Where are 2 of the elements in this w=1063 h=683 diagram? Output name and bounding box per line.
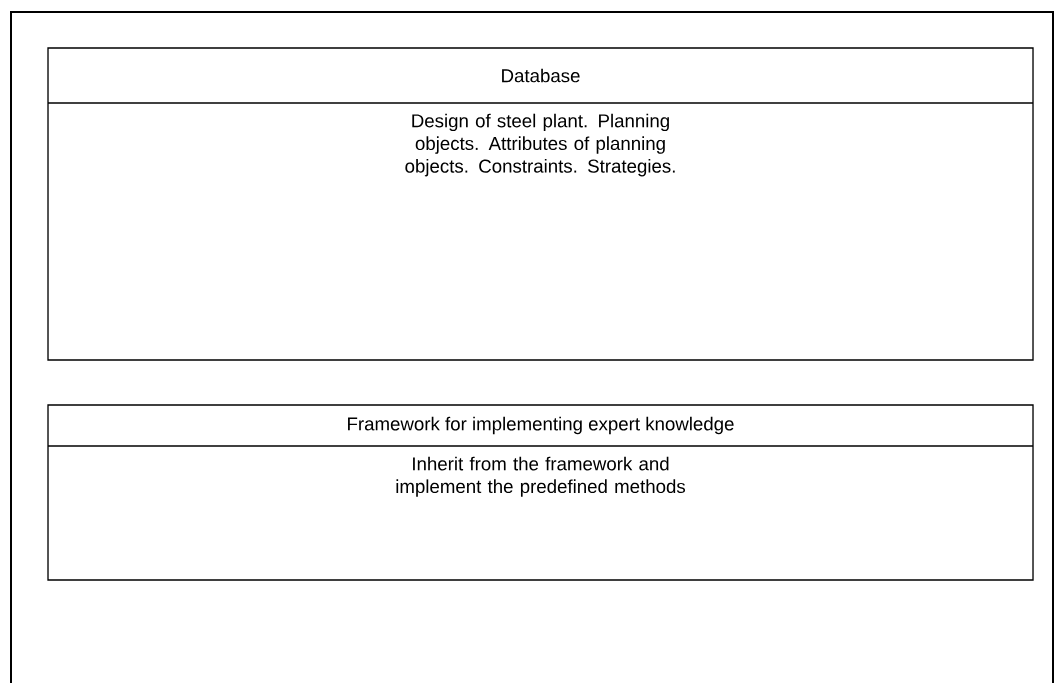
list-box: Database Design of steel plant. Planning objects. Attributes of planning objects. Constraints. Strategies. [47, 47, 1034, 361]
list-box: Framework for implementing expert knowledge Inherit from the framework and implement the predefined methods [47, 404, 1034, 581]
